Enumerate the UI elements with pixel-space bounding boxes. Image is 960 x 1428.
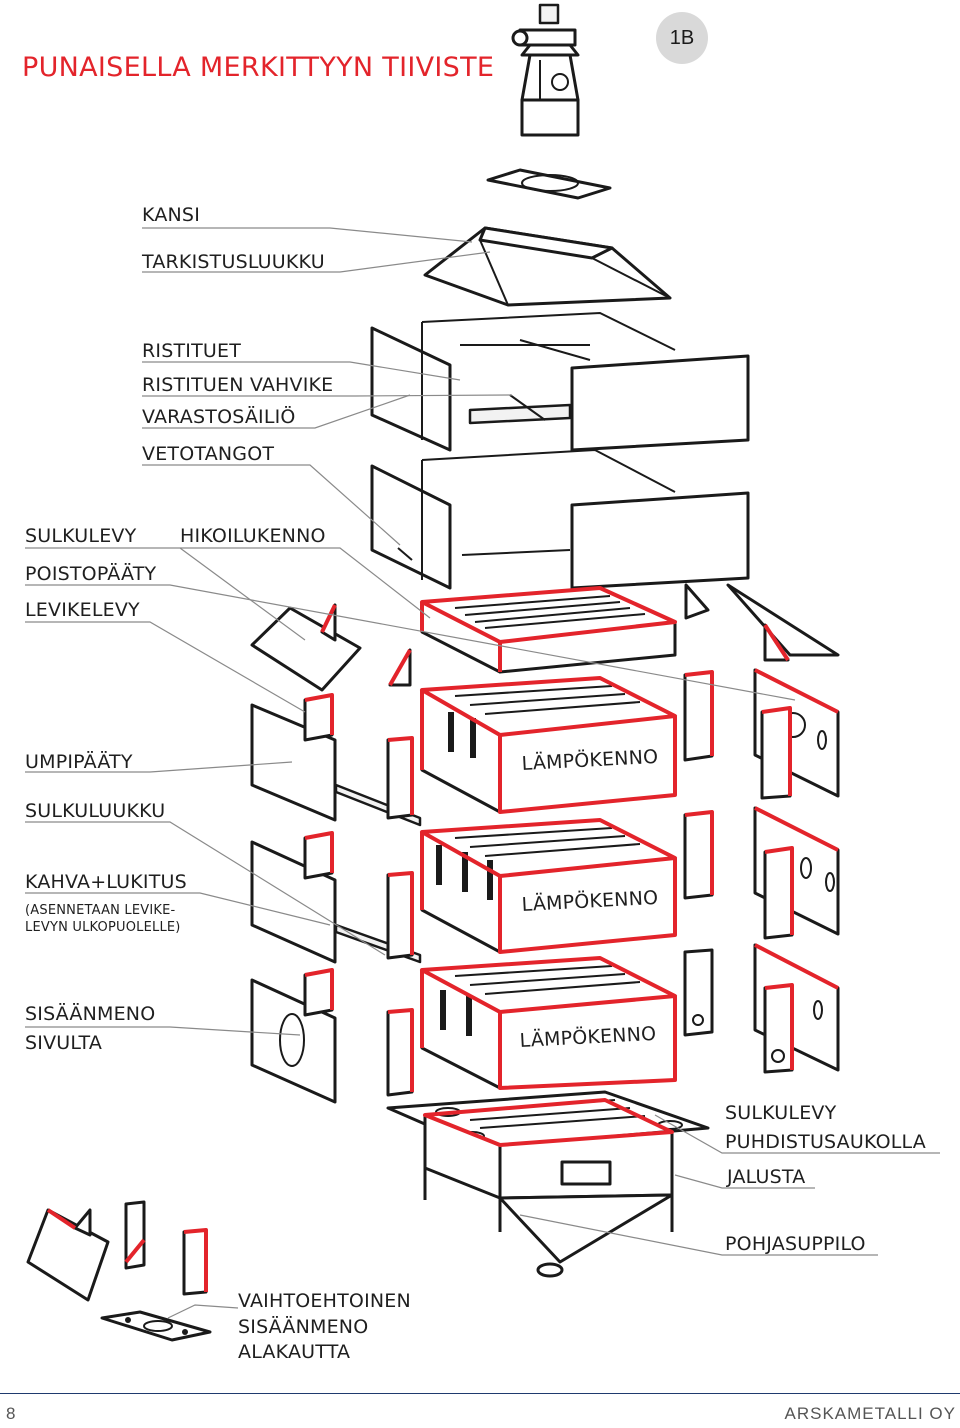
company-name: ARSKAMETALLI OY xyxy=(784,1404,956,1423)
label-puhdistusaukolla: PUHDISTUSAUKOLLA xyxy=(725,1131,926,1153)
storage-frame-upper xyxy=(370,311,750,452)
lid xyxy=(423,226,672,307)
label-kahva-note-1: (ASENNETAAN LEVIKE- xyxy=(25,903,176,918)
label-kansi: KANSI xyxy=(142,204,200,226)
label-umpipaaty: UMPIPÄÄTY xyxy=(25,750,133,773)
leader-lines xyxy=(25,227,940,1319)
label-poistopaaty: POISTOPÄÄTY xyxy=(25,562,157,585)
label-ristituen-vahvike: RISTITUEN VAHVIKE xyxy=(142,374,333,396)
label-sisaanmeno-2: SISÄÄNMENO xyxy=(238,1315,368,1338)
storage-frame-lower xyxy=(370,448,750,590)
umpipaaty-panel xyxy=(250,693,422,827)
label-jalusta: JALUSTA xyxy=(726,1166,805,1188)
top-plate xyxy=(486,168,612,200)
small-side-plate-right xyxy=(684,583,710,620)
label-alakautta: ALAKAUTTA xyxy=(238,1341,350,1363)
label-sulkulevy: SULKULEVY xyxy=(25,525,137,547)
label-hikoilukenno: HIKOILUKENNO xyxy=(180,525,326,547)
label-vetotangot: VETOTANGOT xyxy=(142,443,274,465)
base-stand xyxy=(386,1090,710,1278)
lampokenno-cell-2 xyxy=(420,818,677,954)
label-ristituet: RISTITUET xyxy=(142,340,241,362)
label-sisaanmeno: SISÄÄNMENO xyxy=(25,1002,155,1025)
lampokenno-cell-3 xyxy=(420,956,677,1090)
label-tarkistusluukku: TARKISTUSLUUKKU xyxy=(141,251,325,273)
label-varastosailio: VARASTOSÄILIÖ xyxy=(142,405,296,428)
lampokenno-cell-1 xyxy=(420,676,677,814)
right-panel-group-3 xyxy=(683,943,840,1074)
hikoilukenno-cell xyxy=(420,586,677,674)
label-sulkuluukku: SULKULUUKKU xyxy=(25,800,165,822)
footer-divider xyxy=(0,1393,960,1394)
label-vaihtoehtoinen: VAIHTOEHTOINEN xyxy=(238,1290,411,1312)
sulkuluukku-panel xyxy=(250,831,422,964)
fan-unit xyxy=(511,3,580,137)
page-badge: 1B xyxy=(656,12,708,64)
levikelevy-panel xyxy=(250,603,362,692)
page-title: PUNAISELLA MERKITTYYN TIIVISTE xyxy=(22,52,495,83)
alternative-bottom-inlet xyxy=(26,1200,212,1342)
page-number: 8 xyxy=(6,1404,16,1423)
label-sivulta: SIVULTA xyxy=(25,1032,102,1054)
labels: KANSI TARKISTUSLUUKKU RISTITUET RISTITUE… xyxy=(25,204,926,1363)
sulkulevy-top-right xyxy=(726,583,840,657)
sisaanmeno-sivulta-panel xyxy=(250,968,414,1104)
right-panel-group-2 xyxy=(683,806,840,940)
right-panel-group-1 xyxy=(683,668,840,800)
label-levikelevy: LEVIKELEVY xyxy=(25,599,140,621)
label-sulkulevy-2: SULKULEVY xyxy=(725,1102,837,1124)
label-kahva-note-2: LEVYN ULKOPUOLELLE) xyxy=(25,920,181,935)
label-kahva-lukitus: KAHVA+LUKITUS xyxy=(25,871,187,893)
label-pohjasuppilo: POHJASUPPILO xyxy=(725,1233,866,1255)
